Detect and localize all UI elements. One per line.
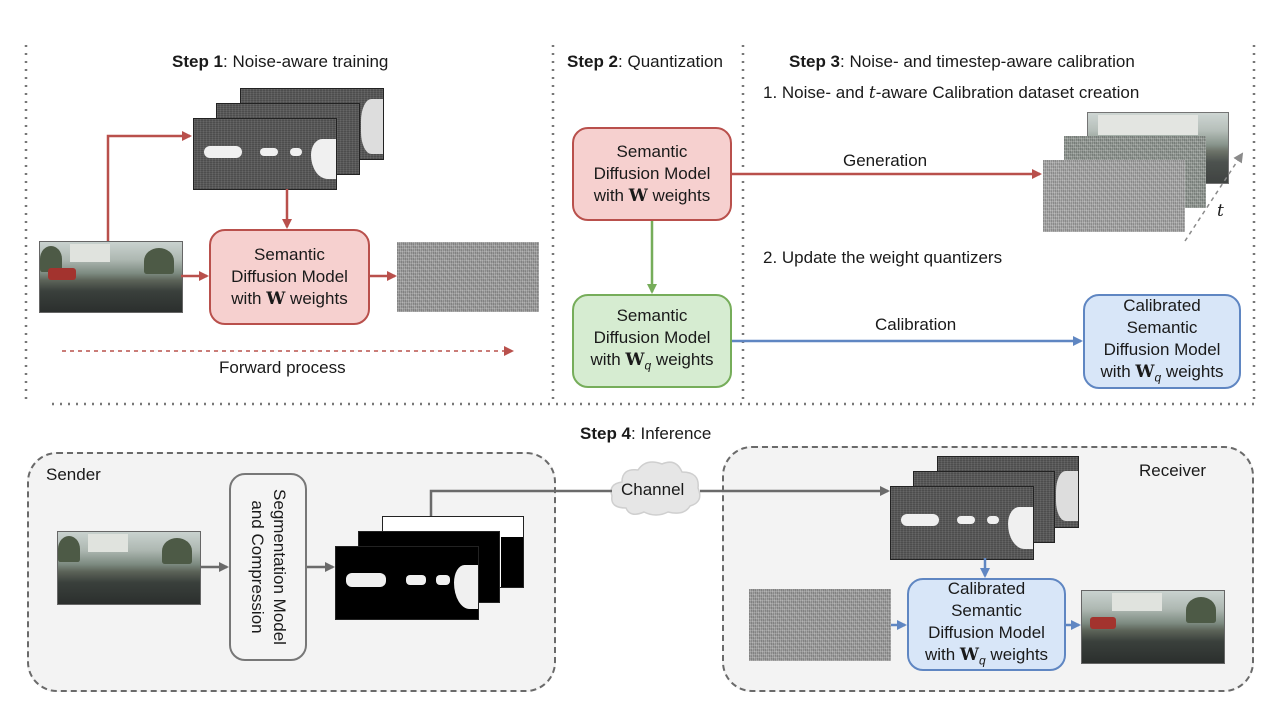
arrow-input-to-segmap	[106, 131, 192, 241]
segmentation-compression-box: Segmentation Model and Compression	[229, 473, 307, 661]
segmap-front	[335, 546, 479, 620]
step3-heading: Step 3: Noise- and timestep-aware calibr…	[789, 52, 1135, 71]
generation-label: Generation	[843, 151, 928, 170]
pure-noise-image	[397, 242, 539, 312]
rx-output-image	[1081, 590, 1225, 664]
forward-process-label: Forward process	[219, 358, 346, 377]
noisy-segmap-front	[193, 118, 337, 190]
t-axis-arrow	[1184, 152, 1244, 242]
calib-image-front	[1043, 160, 1185, 232]
step3-substep1: 1. Noise- and t-aware Calibration datase…	[763, 83, 1140, 103]
step1-semantic-diffusion-model: Semantic Diffusion Model with W weights	[209, 229, 370, 325]
step4-heading: Step 4: Inference	[580, 424, 712, 443]
calibration-label: Calibration	[875, 315, 957, 334]
t-axis-label: t	[1217, 201, 1224, 221]
channel-label: Channel	[621, 480, 685, 499]
rx-segmap-front	[890, 486, 1034, 560]
step2-heading: Step 2: Quantization	[567, 52, 723, 71]
step3-substep2: 2. Update the weight quantizers	[763, 248, 1003, 267]
sender-label: Sender	[46, 465, 101, 484]
step2-model-wq: Semantic Diffusion Model with Wq weights	[572, 294, 732, 388]
step3-calibrated-model: Calibrated Semantic Diffusion Model with…	[1083, 294, 1241, 389]
step1-heading: Step 1: Noise-aware training	[172, 52, 389, 71]
step4-calibrated-model: Calibrated Semantic Diffusion Model with…	[907, 578, 1066, 671]
input-street-image	[39, 241, 183, 313]
rx-noise-image	[749, 589, 891, 661]
sender-input-image	[57, 531, 201, 605]
arrow-channel	[429, 491, 888, 516]
receiver-label: Receiver	[1139, 461, 1207, 480]
step2-model-w: Semantic Diffusion Model with W weights	[572, 127, 732, 221]
channel-cloud-icon	[610, 461, 701, 516]
